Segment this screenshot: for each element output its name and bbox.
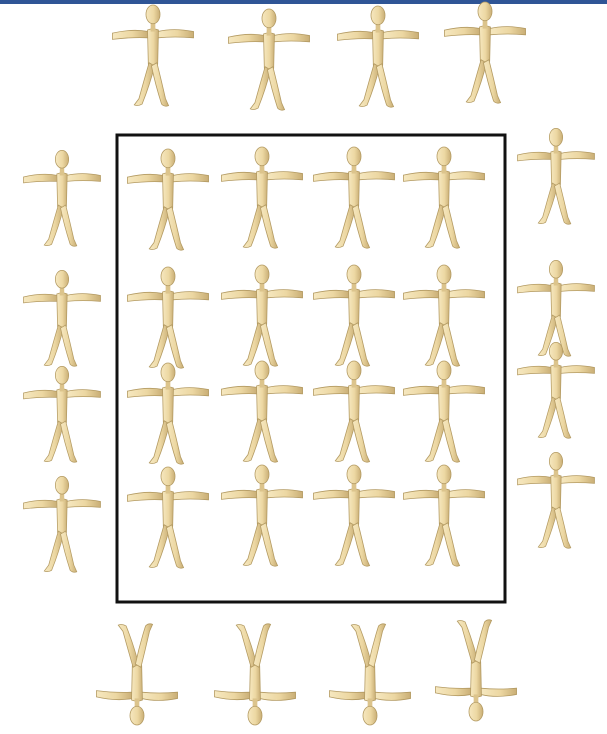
stick-person-icon [403, 147, 484, 248]
stick-person-icon [313, 265, 394, 366]
stick-person-icon [518, 260, 595, 356]
stick-person-icon [24, 150, 101, 246]
stick-person-icon [313, 147, 394, 248]
stick-person-icon [228, 9, 309, 110]
stick-person-icon [221, 465, 302, 566]
stick-person-icon [435, 620, 516, 721]
stick-person-icon [127, 267, 208, 368]
stick-person-icon [24, 476, 101, 572]
stick-person-icon [127, 363, 208, 464]
stick-person-icon [24, 366, 101, 462]
stick-person-icon [337, 6, 418, 107]
stick-person-icon [221, 265, 302, 366]
stick-person-icon [127, 467, 208, 568]
stick-person-icon [112, 5, 193, 106]
stick-person-icon [518, 128, 595, 224]
stick-person-icon [403, 265, 484, 366]
stick-person-icon [127, 149, 208, 250]
stick-person-icon [96, 624, 177, 725]
stick-person-icon [313, 465, 394, 566]
stick-person-icon [214, 624, 295, 725]
stick-person-icon [221, 147, 302, 248]
stick-person-icon [329, 624, 410, 725]
stick-person-icon [403, 465, 484, 566]
stick-person-icon [313, 361, 394, 462]
stick-person-icon [403, 361, 484, 462]
stick-person-icon [518, 342, 595, 438]
stick-person-icon [221, 361, 302, 462]
stick-person-icon [518, 452, 595, 548]
stick-person-icon [444, 2, 525, 103]
figure-tiles [24, 2, 595, 725]
stick-person-icon [24, 270, 101, 366]
